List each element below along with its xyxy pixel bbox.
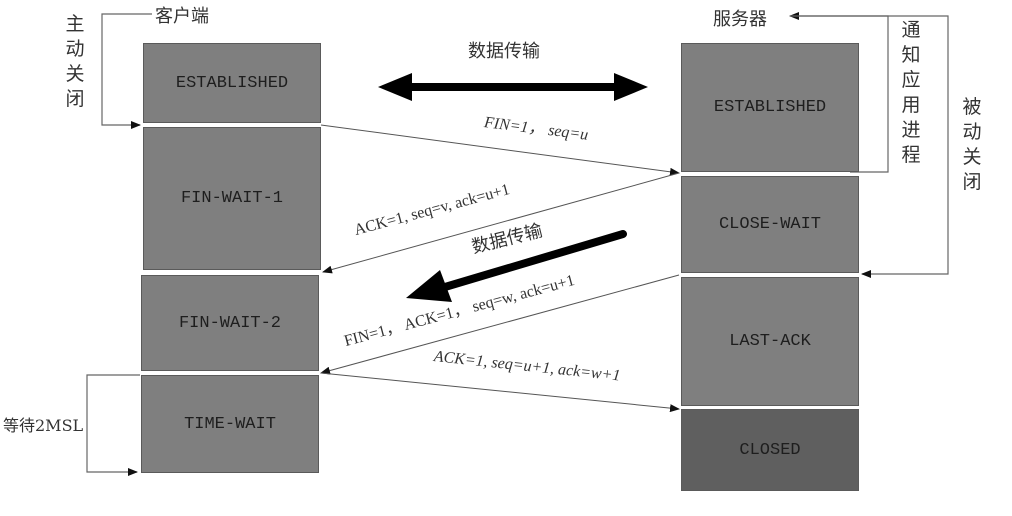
msg-line-fin2 bbox=[320, 274, 680, 375]
data-transfer-double-arrow bbox=[378, 73, 648, 101]
active-close-bracket bbox=[101, 13, 152, 129]
data-transfer-arrow-server-to-client bbox=[406, 230, 627, 302]
client-state-established: ESTABLISHED bbox=[143, 43, 321, 123]
server-state-last-ack: LAST-ACK bbox=[681, 277, 859, 406]
wait-2msl-label: 等待2MSL bbox=[3, 416, 84, 435]
server-title: 服务器 bbox=[713, 9, 767, 30]
msg-line-fin1 bbox=[320, 124, 680, 176]
msg-line-ack2 bbox=[320, 372, 680, 413]
client-state-time-wait: TIME-WAIT bbox=[141, 375, 319, 473]
wait-2msl-bracket bbox=[86, 374, 140, 476]
server-state-close-wait: CLOSE-WAIT bbox=[681, 176, 859, 273]
server-state-closed: CLOSED bbox=[681, 409, 859, 491]
active-close-label: 主动关闭 bbox=[65, 13, 85, 110]
data-transfer-label-1: 数据传输 bbox=[468, 41, 540, 62]
client-state-fin-wait-2: FIN-WAIT-2 bbox=[141, 275, 319, 371]
server-state-established: ESTABLISHED bbox=[681, 43, 859, 172]
passive-close-bracket bbox=[790, 15, 949, 278]
passive-close-label: 被动关闭 bbox=[962, 96, 982, 193]
msg-line-ack1 bbox=[322, 172, 680, 274]
notify-app-label: 通知应用进程 bbox=[901, 19, 921, 166]
client-title: 客户端 bbox=[155, 6, 209, 27]
client-state-fin-wait-1: FIN-WAIT-1 bbox=[143, 127, 321, 270]
